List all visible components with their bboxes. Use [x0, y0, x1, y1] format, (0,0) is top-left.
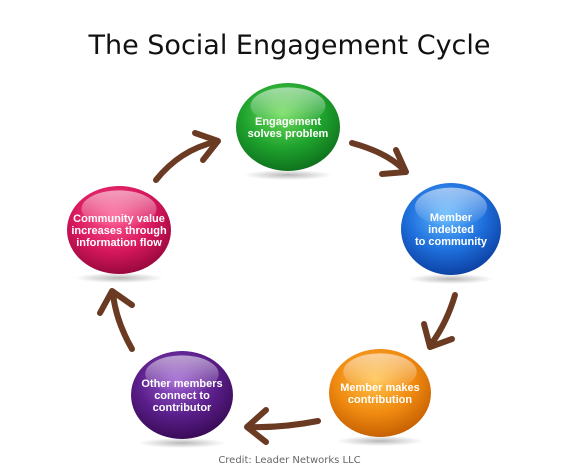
arrow-indebted-to-contribution-icon [421, 292, 458, 350]
node-gloss [343, 353, 417, 391]
node-label-line: solves problem [248, 128, 329, 140]
node-label-line: information flow [76, 237, 162, 249]
cycle-arrows [97, 130, 458, 445]
node-label-line: to community [415, 236, 488, 248]
node-shadow [74, 273, 164, 283]
node-label-line: Engagement [255, 116, 321, 128]
node-gloss [250, 87, 326, 125]
node-label-line: contribution [348, 394, 412, 406]
node-gloss [145, 355, 219, 393]
diagram-title: The Social Engagement Cycle [88, 30, 491, 61]
node-gloss [415, 187, 487, 227]
node-shadow [336, 436, 424, 446]
node-shadow [408, 274, 494, 284]
node-gloss [81, 190, 157, 228]
node-shadow [138, 438, 226, 448]
node-label-line: Member [430, 212, 473, 224]
node-label-line: indebted [428, 224, 474, 236]
node-label-line: Member makes [340, 382, 420, 394]
credit-text: Credit: Leader Networks LLC [218, 455, 361, 466]
node-label-line: Other members [141, 378, 222, 390]
arrow-other-members-to-community-icon [97, 288, 135, 352]
node-label-line: Community value [73, 213, 165, 225]
arrow-community-to-engagement-icon [153, 130, 221, 183]
arrow-engagement-to-indebted-icon [349, 140, 409, 177]
node-label-line: contributor [153, 402, 212, 414]
node-label-line: increases through [71, 225, 167, 237]
node-shadow [243, 170, 333, 180]
arrow-contribution-to-other-members-icon [244, 407, 321, 445]
node-label-line: connect to [154, 390, 210, 402]
